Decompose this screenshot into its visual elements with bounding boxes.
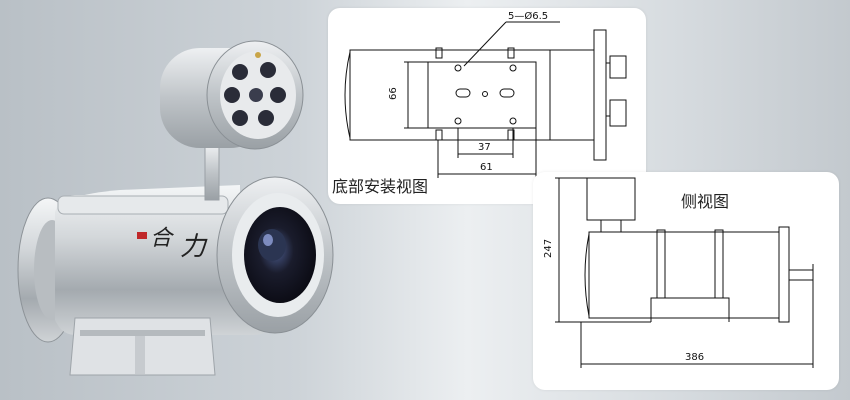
bottom-view-panel: 5—Ø6.5 66 37 61 底部安装视图 <box>328 8 646 204</box>
sun-shield <box>57 195 229 215</box>
camera-render: 力 合 <box>17 40 334 376</box>
bottom-view-caption: 底部安装视图 <box>332 177 429 196</box>
support-post <box>204 144 220 201</box>
side-dim-height-label: 247 <box>543 239 554 258</box>
dim-height-label: 66 <box>388 87 399 100</box>
svg-text:合: 合 <box>150 226 175 251</box>
ir-led-icon <box>232 64 248 80</box>
side-dim-length-label: 386 <box>685 352 704 363</box>
brand-logo: 力 <box>180 232 208 262</box>
hole-spec-label: 5—Ø6.5 <box>508 10 548 22</box>
dim-inner-label: 37 <box>478 142 491 153</box>
dim-outer-label: 61 <box>480 162 493 173</box>
side-view-panel: 侧视图 247 386 <box>533 172 839 390</box>
bottom-view-drawing: 5—Ø6.5 66 37 61 <box>344 10 627 178</box>
side-view-caption: 侧视图 <box>681 192 730 211</box>
side-view-drawing: 247 386 <box>543 177 814 368</box>
